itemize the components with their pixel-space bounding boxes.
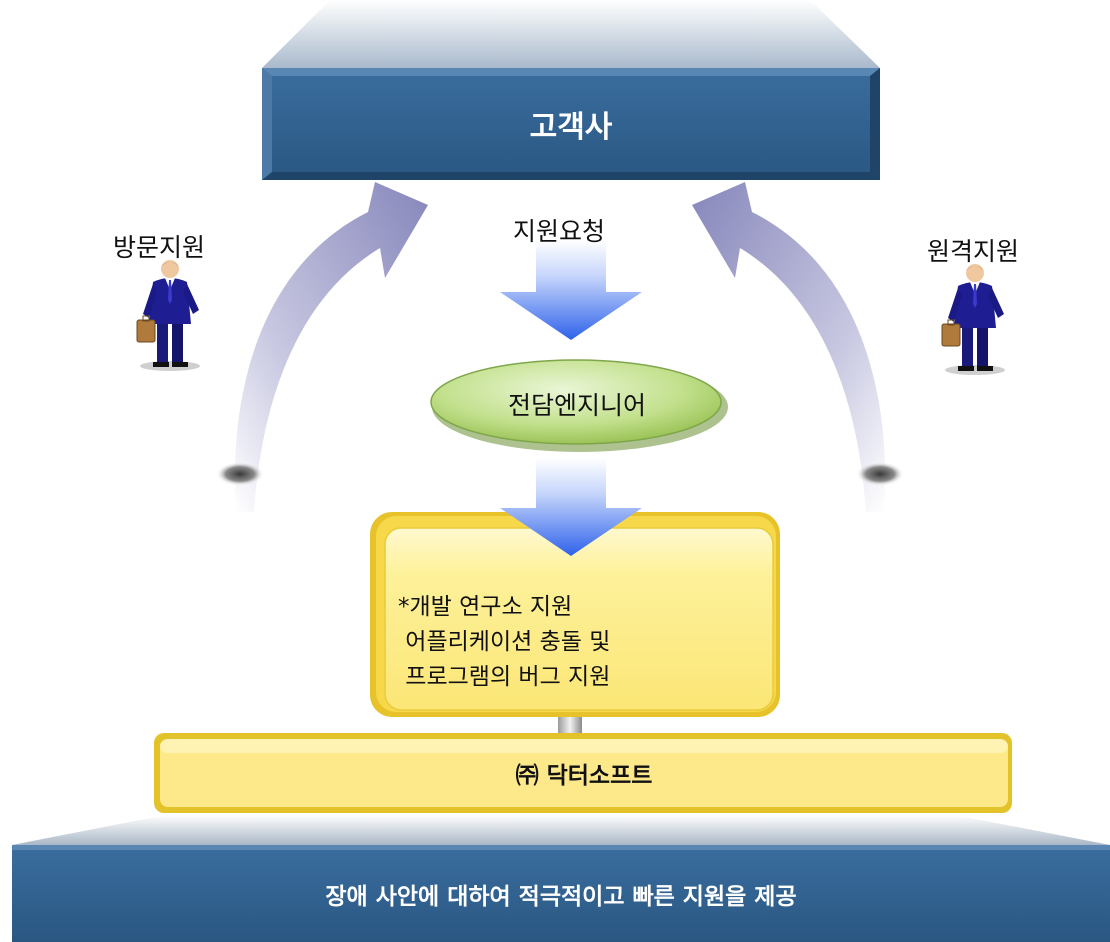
left-shadow-blob: [216, 462, 264, 486]
right-shadow-blob: [856, 462, 904, 486]
customer-box: [262, 68, 880, 180]
bottom-base-fade: [12, 815, 1110, 845]
businessman-with-briefcase-icon: [136, 260, 200, 371]
customer-label: 고객사: [529, 110, 613, 145]
company-label: ㈜ 닥터소프트: [515, 763, 653, 789]
support-request-label: 지원요청: [513, 217, 606, 246]
support-detail-text: *개발 연구소 지원 어플리케이션 충돌 및 프로그램의 버그 지원: [398, 594, 611, 690]
engineer-label: 전담엔지니어: [507, 391, 646, 420]
remote-support-arrow: [692, 182, 886, 512]
top-roof-shape: [262, 0, 880, 68]
visit-support-label: 방문지원: [113, 233, 206, 262]
request-down-arrow: [500, 240, 642, 340]
businessman-with-briefcase-icon: [941, 264, 1005, 375]
footer-bar: [12, 845, 1110, 942]
footer-text: 장애 사안에 대하여 적극적이고 빠른 지원을 제공: [325, 883, 797, 910]
company-bar: [154, 733, 1012, 813]
remote-support-label: 원격지원: [927, 237, 1020, 266]
visit-support-arrow: [234, 182, 428, 512]
engineer-down-arrow: [500, 458, 642, 556]
engineer-oval: [430, 359, 728, 452]
support-detail-box: [370, 512, 780, 717]
